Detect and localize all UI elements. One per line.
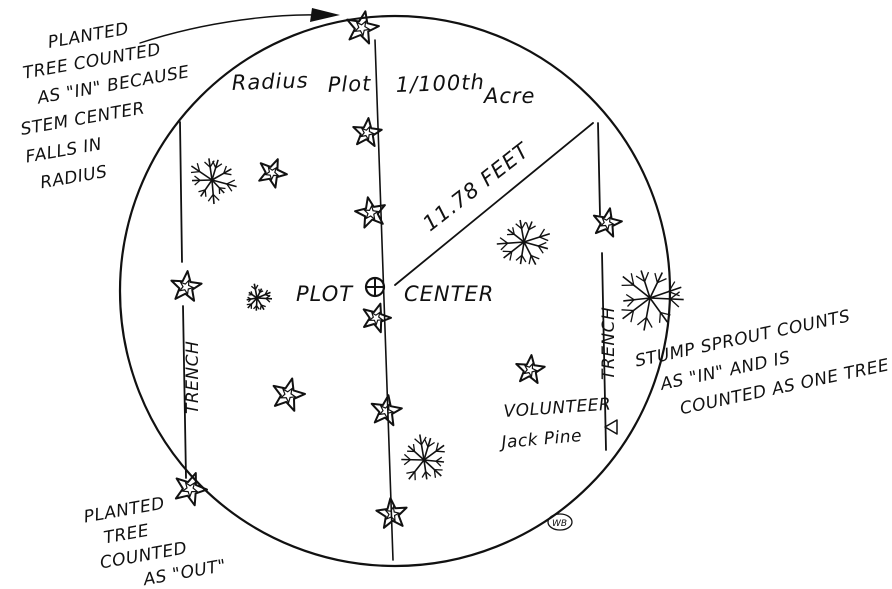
sprout-lower-center <box>401 435 445 481</box>
callout-out-line-1: PLANTED <box>82 494 166 528</box>
sprout-left-center <box>247 284 272 311</box>
plot-title: Radius Plot 1/100th Acre <box>231 68 535 108</box>
volunteer-label-1: VOLUNTEER <box>503 395 612 422</box>
title-acre: Acre <box>482 84 535 108</box>
star-row-4 <box>372 395 402 425</box>
callout-pointer-line <box>140 15 318 43</box>
svg-text:WB: WB <box>552 519 567 529</box>
star-left-trench <box>171 271 201 301</box>
callout-arrow-head <box>310 8 340 22</box>
callout-in-line-5: FALLS IN <box>24 134 104 167</box>
center-row-line <box>375 40 393 560</box>
callout-planted-in: PLANTED TREE COUNTED AS "IN" BECAUSE STE… <box>5 10 206 195</box>
volunteer-label-2: Jack Pine <box>498 426 583 453</box>
center-label-center: CENTER <box>404 282 494 306</box>
star-bottom-left-boundary <box>176 473 207 505</box>
radius-line <box>395 123 593 285</box>
plot-boundary-circle <box>120 16 670 566</box>
sprout-upper-right <box>497 220 550 265</box>
volunteer-marker-triangle <box>605 420 617 434</box>
plot-center-marker <box>366 278 384 296</box>
center-label-plot: PLOT <box>296 282 354 306</box>
title-fraction: 1/100th <box>395 70 485 97</box>
star-volunteer <box>516 355 544 383</box>
title-radius: Radius <box>231 68 309 95</box>
callout-stump-sprout: STUMP SPROUT COUNTS AS "IN" AND IS COUNT… <box>633 301 891 427</box>
radius-label: 11.78 FEET <box>418 137 535 236</box>
title-plot: Plot <box>327 71 371 97</box>
callout-out-line-2: TREE <box>102 521 150 549</box>
left-trench-line-top <box>180 122 182 262</box>
left-trench-label: TRENCH <box>183 341 203 414</box>
star-lower-left <box>274 379 305 411</box>
star-upper-left <box>259 159 287 187</box>
artist-signature: WB <box>548 514 572 530</box>
star-right-trench <box>594 208 622 236</box>
sprout-upper-left <box>191 158 237 204</box>
stump-sprout-boundary <box>622 271 684 331</box>
callout-in-line-6: RADIUS <box>39 162 109 193</box>
right-trench-line-top <box>598 123 600 215</box>
callout-planted-out: PLANTED TREE COUNTED AS "OUT" <box>82 485 228 589</box>
right-trench-label: TRENCH <box>599 307 619 380</box>
star-below-center <box>364 304 391 333</box>
